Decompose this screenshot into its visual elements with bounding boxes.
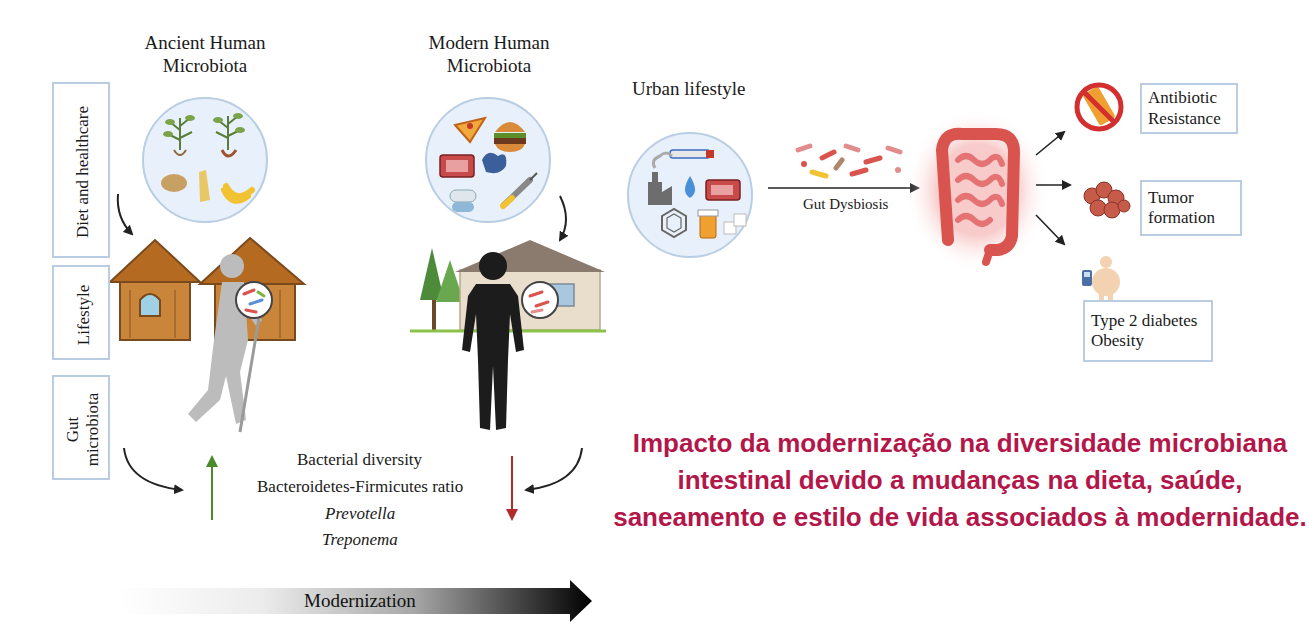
lifestyle-heading: Urban lifestyle — [632, 78, 802, 106]
outcome-box: Type 2 diabetes Obesity — [1083, 300, 1213, 362]
node-text: Antibiotic Resistance — [1148, 88, 1230, 129]
node-text: Urban lifestyle — [632, 78, 802, 101]
annotation-label: Modernization — [304, 589, 416, 614]
node-text: Modern Human Microbiota — [404, 32, 574, 78]
annotation-label: Bacteroidetes-Firmicutes ratio — [257, 476, 463, 498]
microbiota-heading: Modern Human Microbiota — [404, 32, 574, 92]
category-label: Gut microbiota — [63, 383, 104, 476]
node-text: Ancient Human Microbiota — [120, 32, 290, 78]
node-text: Type 2 diabetes Obesity — [1091, 311, 1205, 352]
annotation-label: Treponema — [322, 529, 398, 551]
figure-caption: Impacto da modernização na diversidade m… — [612, 425, 1308, 536]
microbiota-heading: Ancient Human Microbiota — [120, 32, 290, 92]
annotation-label: Gut Dysbiosis — [803, 195, 888, 215]
category-box: Lifestyle — [52, 265, 110, 360]
node-text: Tumor formation — [1148, 188, 1234, 229]
category-label: Diet and healthcare — [73, 90, 93, 254]
category-box: Diet and healthcare — [52, 82, 110, 258]
annotation-label: Bacterial diversity — [297, 449, 422, 471]
annotation-label: Prevotella — [325, 503, 395, 525]
outcome-box: Tumor formation — [1140, 180, 1242, 236]
category-box: Gut microbiota — [52, 375, 110, 480]
outcome-box: Antibiotic Resistance — [1140, 83, 1238, 134]
category-label: Lifestyle — [73, 273, 93, 356]
